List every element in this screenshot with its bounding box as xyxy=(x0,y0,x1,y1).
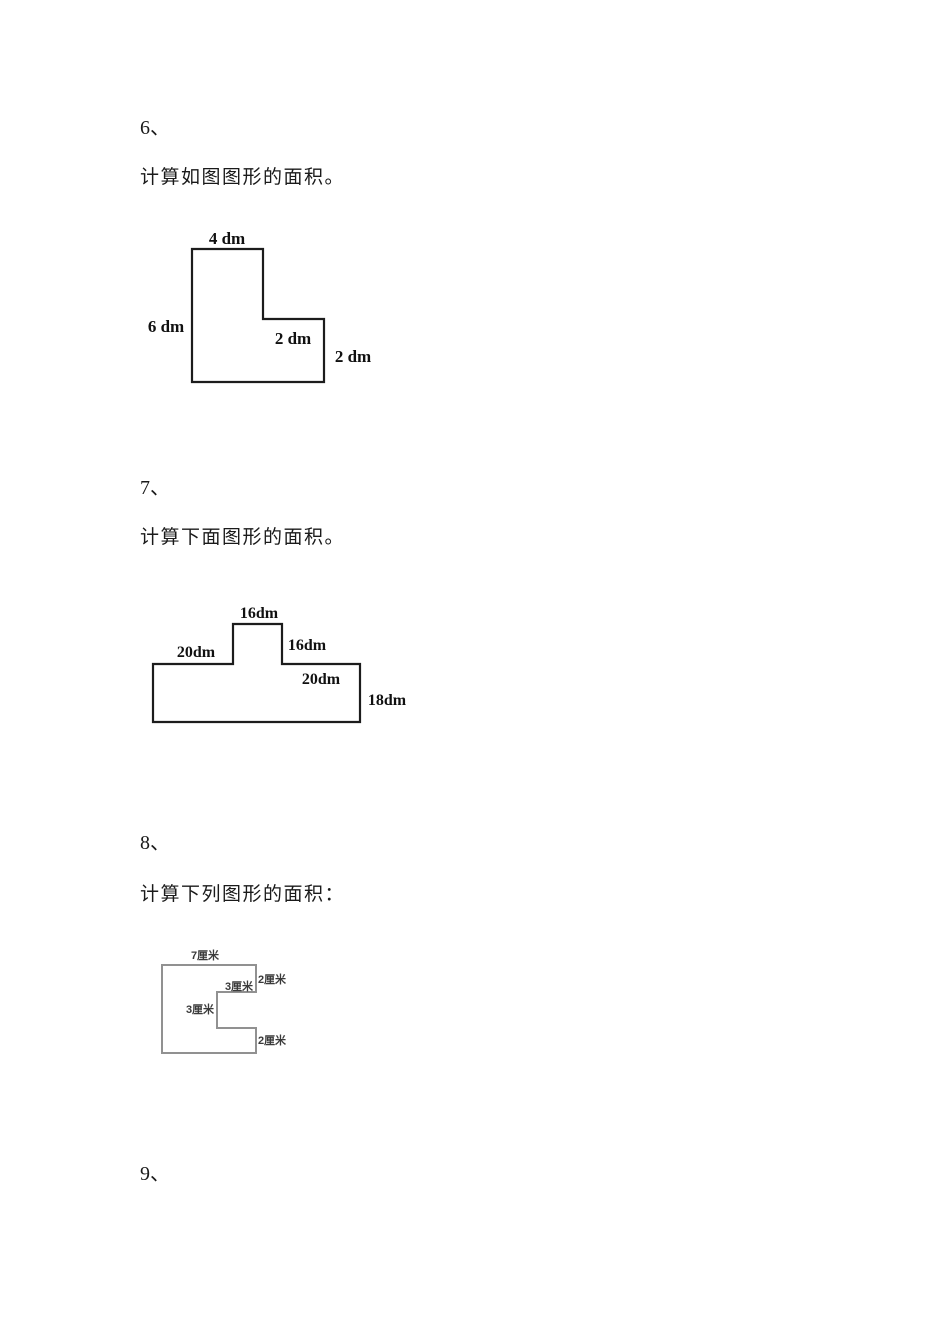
dimension-label-right-upper: 2厘米 xyxy=(258,972,287,986)
dimension-label-bump-right: 16dm xyxy=(288,637,327,654)
dimension-label-right-lower: 2厘米 xyxy=(258,1033,287,1047)
dimension-label-notch-left: 3厘米 xyxy=(186,1002,215,1016)
figure-outline xyxy=(151,622,362,724)
dimension-label-inner-step: 2 dm xyxy=(275,329,311,348)
dimension-label-right: 18dm xyxy=(368,692,407,709)
question-8-prompt: 计算下列图形的面积： xyxy=(140,884,346,905)
dimension-label-top: 4 dm xyxy=(209,229,245,248)
dimension-label-notch-top: 3厘米 xyxy=(225,979,254,993)
figure-8-c-shape: 7厘米 2厘米 3厘米 3厘米 2厘米 xyxy=(161,948,287,1054)
figure-outline xyxy=(161,964,257,1054)
question-8-number: 8、 xyxy=(140,832,170,854)
dimension-label-left-shoulder: 20dm xyxy=(177,644,216,661)
figure-outline xyxy=(190,247,326,384)
question-9-number: 9、 xyxy=(140,1163,170,1185)
question-7-prompt: 计算下面图形的面积。 xyxy=(140,527,346,548)
figure-7-t-shape: 16dm 20dm 16dm 20dm 18dm xyxy=(151,605,407,724)
dimension-label-bump-top: 16dm xyxy=(240,605,279,622)
dimension-label-right-shoulder: 20dm xyxy=(302,671,341,688)
question-7-number: 7、 xyxy=(140,477,170,499)
question-6-prompt: 计算如图图形的面积。 xyxy=(140,167,346,188)
dimension-label-top: 7厘米 xyxy=(191,948,220,962)
question-6-number: 6、 xyxy=(140,117,170,139)
figure-6-l-shape: 4 dm 6 dm 2 dm 2 dm xyxy=(148,229,371,384)
dimension-label-right: 2 dm xyxy=(335,347,371,366)
dimension-label-left: 6 dm xyxy=(148,317,184,336)
